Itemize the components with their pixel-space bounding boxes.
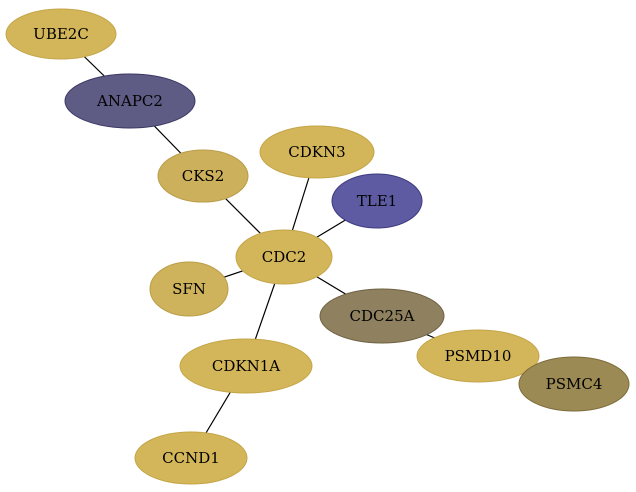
node-ellipse xyxy=(235,229,333,285)
node-ellipse xyxy=(157,149,249,203)
node-ellipse xyxy=(259,125,375,179)
node-label: TLE1 xyxy=(357,192,397,210)
node-ube2c[interactable]: UBE2C xyxy=(5,8,117,60)
node-label: ANAPC2 xyxy=(96,92,163,110)
node-label: CDKN1A xyxy=(212,357,280,375)
node-cdkn1a[interactable]: CDKN1A xyxy=(179,338,313,394)
node-label: PSMD10 xyxy=(445,347,512,365)
node-label: SFN xyxy=(172,280,206,298)
node-ellipse xyxy=(416,329,540,383)
node-label: CDC2 xyxy=(262,248,307,266)
node-ellipse xyxy=(5,8,117,60)
node-ellipse xyxy=(149,261,229,317)
node-label: CKS2 xyxy=(182,167,225,185)
node-cdc2[interactable]: CDC2 xyxy=(235,229,333,285)
node-ccnd1[interactable]: CCND1 xyxy=(134,431,248,485)
node-label: CDC25A xyxy=(350,307,415,325)
node-sfn[interactable]: SFN xyxy=(149,261,229,317)
node-cdkn3[interactable]: CDKN3 xyxy=(259,125,375,179)
node-label: PSMC4 xyxy=(546,375,603,393)
node-anapc2[interactable]: ANAPC2 xyxy=(64,73,196,129)
node-ellipse xyxy=(134,431,248,485)
node-tle1[interactable]: TLE1 xyxy=(331,173,423,229)
node-psmc4[interactable]: PSMC4 xyxy=(518,356,630,412)
node-cks2[interactable]: CKS2 xyxy=(157,149,249,203)
node-psmd10[interactable]: PSMD10 xyxy=(416,329,540,383)
node-ellipse xyxy=(518,356,630,412)
node-label: UBE2C xyxy=(33,25,89,43)
node-label: CDKN3 xyxy=(288,143,345,161)
node-ellipse xyxy=(64,73,196,129)
node-ellipse xyxy=(319,288,445,344)
node-label: CCND1 xyxy=(162,449,220,467)
node-cdc25a[interactable]: CDC25A xyxy=(319,288,445,344)
node-ellipse xyxy=(179,338,313,394)
node-ellipse xyxy=(331,173,423,229)
